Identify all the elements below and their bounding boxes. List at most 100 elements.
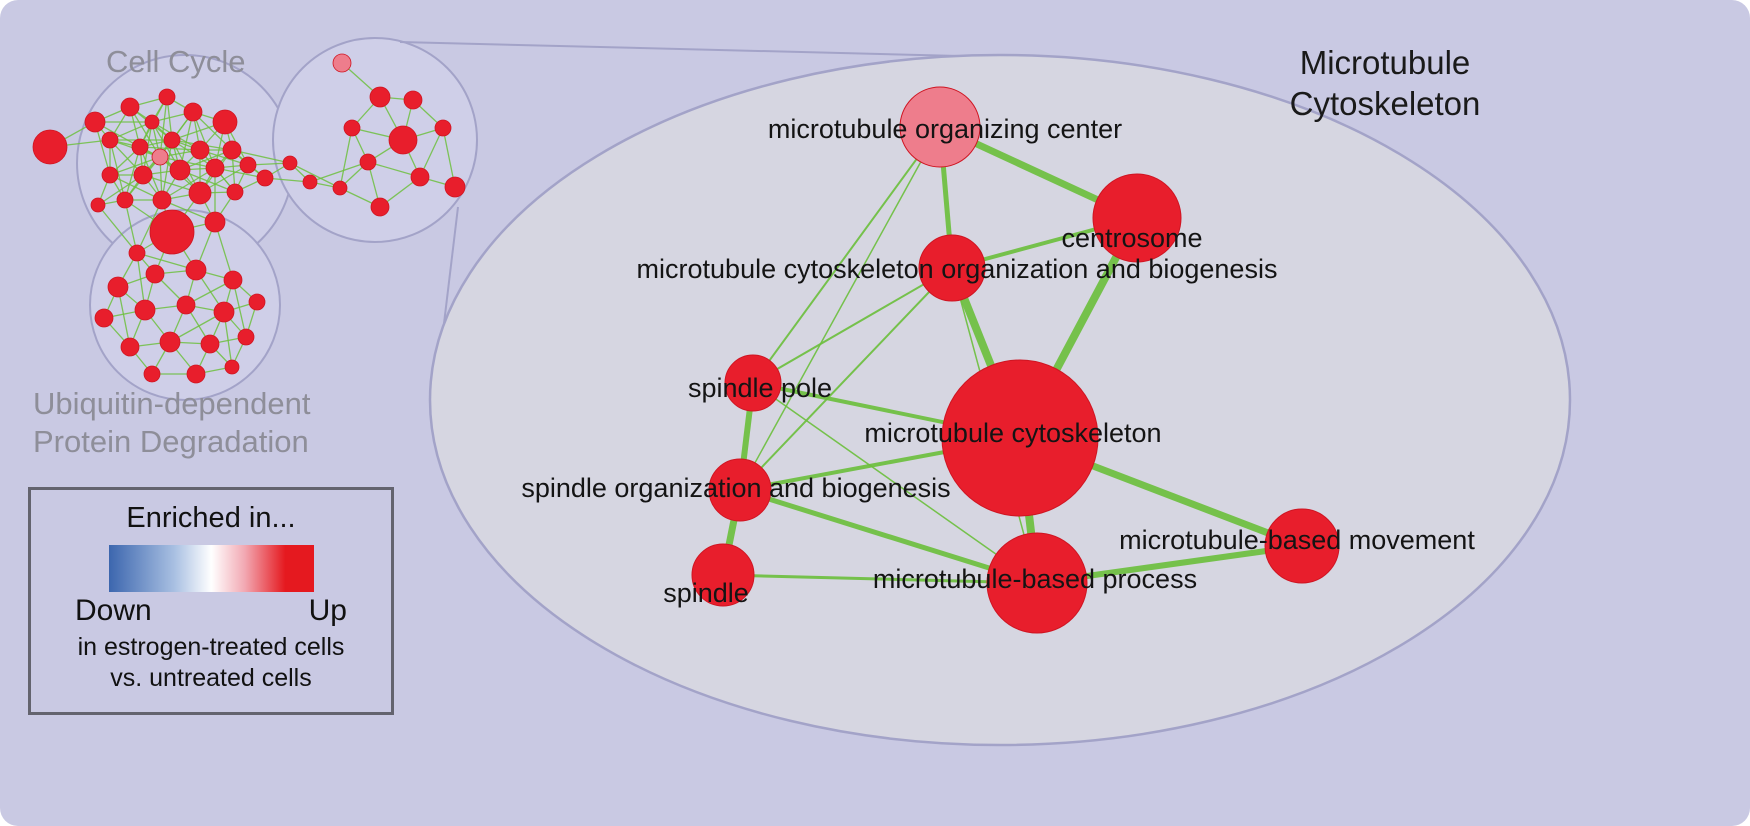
overview-node[interactable] xyxy=(205,158,225,178)
overview-node[interactable] xyxy=(169,159,191,181)
overview-edge xyxy=(124,199,138,254)
node-mt_movement[interactable] xyxy=(1264,508,1340,584)
overview-edge xyxy=(109,156,161,176)
legend-box: Enriched in... Down Up in estrogen-treat… xyxy=(28,487,394,715)
overview-node[interactable] xyxy=(302,174,318,190)
overview-node[interactable] xyxy=(152,190,172,210)
overview-node[interactable] xyxy=(282,155,298,171)
node-mt_process[interactable] xyxy=(986,532,1088,634)
overview-node[interactable] xyxy=(332,180,348,196)
cluster-circle-microtubule-small xyxy=(272,37,478,243)
overview-node[interactable] xyxy=(90,197,106,213)
overview-node[interactable] xyxy=(213,301,235,323)
node-label-centrosome: centrosome xyxy=(1061,223,1202,253)
overview-node[interactable] xyxy=(101,166,119,184)
edge-spindle-mt_process xyxy=(722,573,1038,585)
overview-edge xyxy=(97,204,138,254)
edge-moc-spindle_pole xyxy=(752,126,941,384)
edge-moc-spindle_org xyxy=(739,126,941,491)
overview-node[interactable] xyxy=(190,140,210,160)
overview-node[interactable] xyxy=(107,276,129,298)
overview-node[interactable] xyxy=(434,119,452,137)
node-spindle_pole[interactable] xyxy=(724,354,782,412)
overview-node[interactable] xyxy=(237,328,255,346)
node-label-spindle: spindle xyxy=(663,578,749,608)
overview-node[interactable] xyxy=(343,119,361,137)
overview-node[interactable] xyxy=(116,191,134,209)
overview-node[interactable] xyxy=(159,331,181,353)
overview-node[interactable] xyxy=(186,364,206,384)
overview-edge xyxy=(232,279,247,338)
node-centrosome[interactable] xyxy=(1092,173,1182,263)
overview-node[interactable] xyxy=(120,97,140,117)
node-mt_cyto[interactable] xyxy=(941,359,1099,517)
overview-node[interactable] xyxy=(212,109,238,135)
overview-node[interactable] xyxy=(224,359,240,375)
overview-node[interactable] xyxy=(133,165,153,185)
node-label-mt_process: microtubule-based process xyxy=(873,564,1197,594)
overview-node[interactable] xyxy=(32,129,68,165)
overview-node[interactable] xyxy=(359,153,377,171)
overview-node[interactable] xyxy=(120,337,140,357)
overview-node[interactable] xyxy=(200,334,220,354)
overview-node[interactable] xyxy=(226,183,244,201)
overview-node[interactable] xyxy=(204,211,226,233)
overview-edge xyxy=(161,139,173,201)
overview-node[interactable] xyxy=(444,176,466,198)
overview-edge xyxy=(159,96,168,158)
zoom-cone-line xyxy=(399,41,1001,58)
legend-caption: in estrogen-treated cells vs. untreated … xyxy=(31,632,391,694)
node-moc[interactable] xyxy=(899,86,981,168)
overview-edge xyxy=(192,111,216,169)
overview-node[interactable] xyxy=(163,131,181,149)
overview-node[interactable] xyxy=(149,209,195,255)
overview-edge xyxy=(309,161,369,183)
overview-node[interactable] xyxy=(101,131,119,149)
legend-title: Enriched in... xyxy=(126,502,296,534)
overview-node[interactable] xyxy=(183,102,203,122)
overview-node[interactable] xyxy=(143,365,161,383)
legend-gradient-bar xyxy=(108,545,314,592)
ubiquitin-cluster-label: Ubiquitin-dependent Protein Degradation xyxy=(33,385,311,461)
overview-node[interactable] xyxy=(388,125,418,155)
edge-spindle_pole-mt_process xyxy=(752,382,1038,584)
ubiquitin-label-line2: Protein Degradation xyxy=(33,424,309,459)
node-spindle[interactable] xyxy=(691,543,755,607)
overview-node[interactable] xyxy=(223,270,243,290)
overview-node[interactable] xyxy=(370,197,390,217)
overview-edge xyxy=(109,174,163,201)
overview-node[interactable] xyxy=(239,156,257,174)
overview-node[interactable] xyxy=(144,114,160,130)
overview-node[interactable] xyxy=(145,264,165,284)
zoom-region-title: Microtubule Cytoskeleton xyxy=(1255,42,1515,124)
overview-node[interactable] xyxy=(410,167,430,187)
node-spindle_org[interactable] xyxy=(708,458,772,522)
overview-node[interactable] xyxy=(84,111,106,133)
overview-node[interactable] xyxy=(131,138,149,156)
overview-edge xyxy=(136,199,163,254)
overview-node[interactable] xyxy=(128,244,146,262)
overview-node[interactable] xyxy=(94,308,114,328)
overview-node[interactable] xyxy=(134,299,156,321)
overview-node[interactable] xyxy=(403,90,423,110)
overview-node[interactable] xyxy=(332,53,352,73)
legend-down-label: Down xyxy=(75,594,152,627)
zoom-title-line1: Microtubule xyxy=(1299,44,1471,81)
overview-node[interactable] xyxy=(188,181,212,205)
overview-node[interactable] xyxy=(151,148,169,166)
overview-node[interactable] xyxy=(369,86,391,108)
node-org_bio[interactable] xyxy=(918,234,986,302)
legend-caption-line1: in estrogen-treated cells xyxy=(77,633,345,661)
node-label-moc: microtubule organizing center xyxy=(768,114,1122,144)
overview-node[interactable] xyxy=(158,88,176,106)
overview-node[interactable] xyxy=(256,169,274,187)
overview-node[interactable] xyxy=(176,295,196,315)
overview-edge xyxy=(161,167,216,201)
overview-edge xyxy=(339,127,353,189)
overview-edge xyxy=(129,106,161,158)
overview-node[interactable] xyxy=(185,259,207,281)
overview-node[interactable] xyxy=(222,140,242,160)
edge-spindle_org-mt_process xyxy=(739,487,1038,586)
overview-node[interactable] xyxy=(248,293,266,311)
